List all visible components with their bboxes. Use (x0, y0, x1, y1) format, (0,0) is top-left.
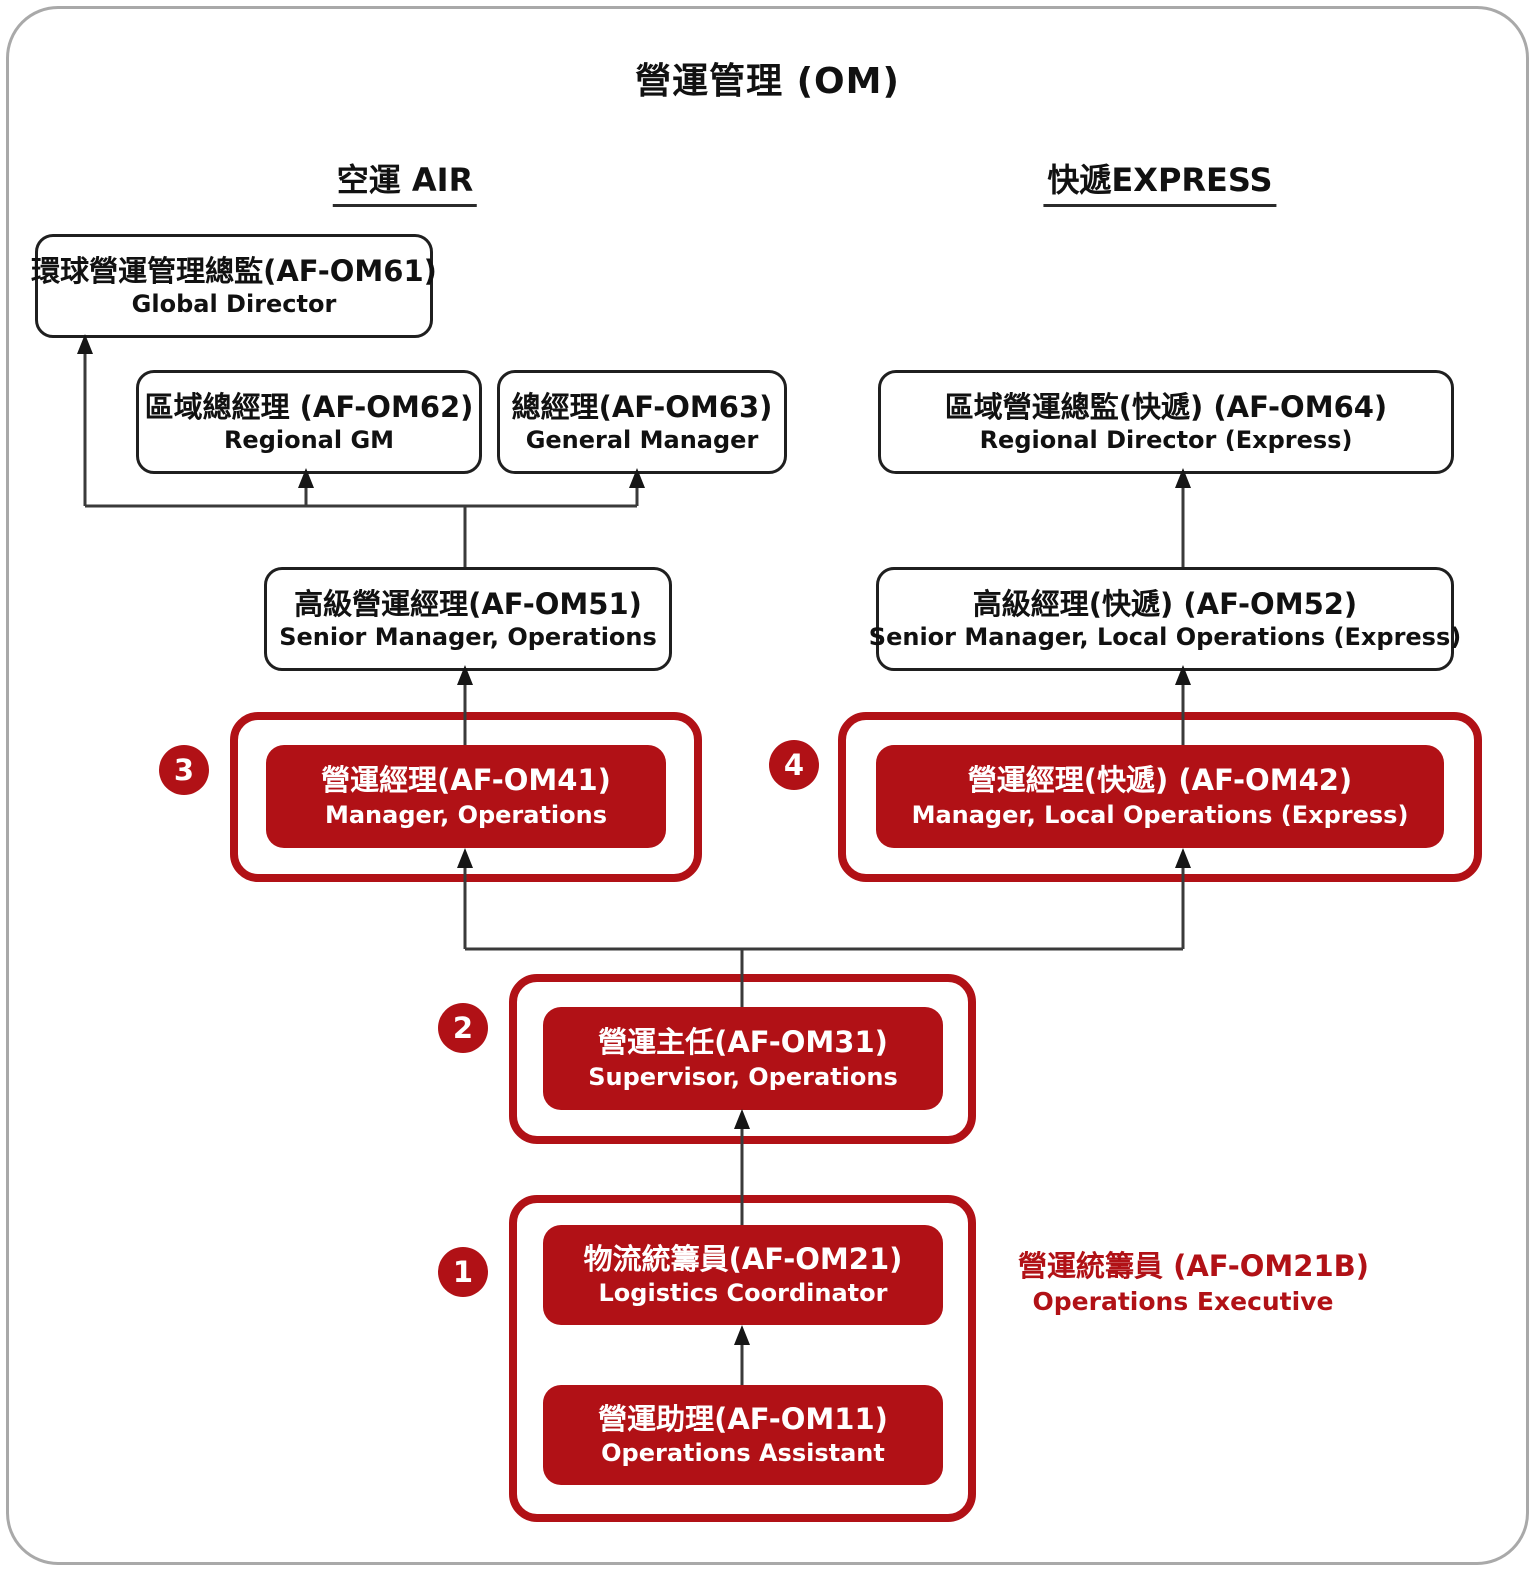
node-manager-operations: 營運經理(AF-OM41) Manager, Operations (266, 745, 666, 848)
page-title: 營運管理 (OM) (635, 61, 900, 102)
node-general-manager: 總經理(AF-OM63) General Manager (497, 370, 787, 474)
side-note-operations-executive: 營運統籌員 (AF-OM21B) Operations Executive (1018, 1248, 1369, 1318)
node-title-en: Operations Assistant (601, 1439, 885, 1468)
node-regional-director-express: 區域營運總監(快遞) (AF-OM64) Regional Director (… (878, 370, 1454, 474)
badge-4: 4 (769, 740, 819, 790)
node-title-zh: 營運主任(AF-OM31) (598, 1025, 888, 1060)
node-operations-assistant: 營運助理(AF-OM11) Operations Assistant (543, 1385, 943, 1485)
node-title-zh: 總經理(AF-OM63) (511, 389, 773, 424)
node-title-zh: 區域營運總監(快遞) (AF-OM64) (944, 389, 1388, 424)
column-header-air: 空運 AIR (332, 155, 478, 207)
highlight-group-4: 營運經理(快遞) (AF-OM42) Manager, Local Operat… (838, 712, 1482, 882)
node-global-director: 環球營運管理總監(AF-OM61) Global Director (31, 234, 437, 338)
node-title-en: Supervisor, Operations (588, 1062, 898, 1091)
node-manager-local-operations-express: 營運經理(快遞) (AF-OM42) Manager, Local Operat… (876, 745, 1444, 848)
node-title-zh: 區域總經理 (AF-OM62) (144, 389, 474, 424)
node-title-en: Regional GM (223, 426, 395, 455)
node-senior-manager-operations: 高級營運經理(AF-OM51) Senior Manager, Operatio… (264, 567, 672, 671)
node-title-zh: 營運經理(快遞) (AF-OM42) (967, 763, 1353, 798)
node-title-zh: 營運經理(AF-OM41) (321, 763, 611, 798)
badge-number: 4 (783, 748, 805, 782)
highlight-group-2: 營運主任(AF-OM31) Supervisor, Operations (509, 974, 976, 1144)
node-logistics-coordinator: 物流統籌員(AF-OM21) Logistics Coordinator (543, 1225, 943, 1325)
badge-number: 3 (173, 753, 195, 787)
node-title-en: Manager, Operations (324, 800, 608, 829)
node-title-en: Global Director (131, 290, 337, 319)
badge-1: 1 (438, 1247, 488, 1297)
column-header-express: 快遞EXPRESS (1043, 155, 1277, 207)
node-title-zh: 物流統籌員(AF-OM21) (583, 1241, 903, 1276)
badge-number: 1 (452, 1255, 474, 1289)
node-title-zh: 環球營運管理總監(AF-OM61) (31, 253, 437, 288)
node-title-zh: 高級經理(快遞) (AF-OM52) (972, 586, 1358, 621)
side-note-zh: 營運統籌員 (AF-OM21B) (1018, 1249, 1369, 1283)
node-title-zh: 營運助理(AF-OM11) (598, 1401, 888, 1436)
node-supervisor-operations: 營運主任(AF-OM31) Supervisor, Operations (543, 1007, 943, 1110)
highlight-group-3: 營運經理(AF-OM41) Manager, Operations (230, 712, 702, 882)
side-note-en: Operations Executive (1032, 1286, 1334, 1316)
node-title-en: Manager, Local Operations (Express) (911, 800, 1409, 829)
node-title-en: Regional Director (Express) (979, 426, 1353, 455)
node-title-en: Senior Manager, Local Operations (Expres… (868, 623, 1462, 652)
node-title-zh: 高級營運經理(AF-OM51) (294, 586, 642, 621)
node-senior-manager-express: 高級經理(快遞) (AF-OM52) Senior Manager, Local… (869, 567, 1461, 671)
node-title-en: General Manager (525, 426, 759, 455)
highlight-group-1: 物流統籌員(AF-OM21) Logistics Coordinator 營運助… (509, 1195, 976, 1522)
node-regional-gm: 區域總經理 (AF-OM62) Regional GM (136, 370, 482, 474)
badge-2: 2 (438, 1003, 488, 1053)
node-title-en: Logistics Coordinator (598, 1279, 888, 1308)
node-title-en: Senior Manager, Operations (279, 623, 657, 652)
badge-3: 3 (159, 745, 209, 795)
badge-number: 2 (452, 1011, 474, 1045)
